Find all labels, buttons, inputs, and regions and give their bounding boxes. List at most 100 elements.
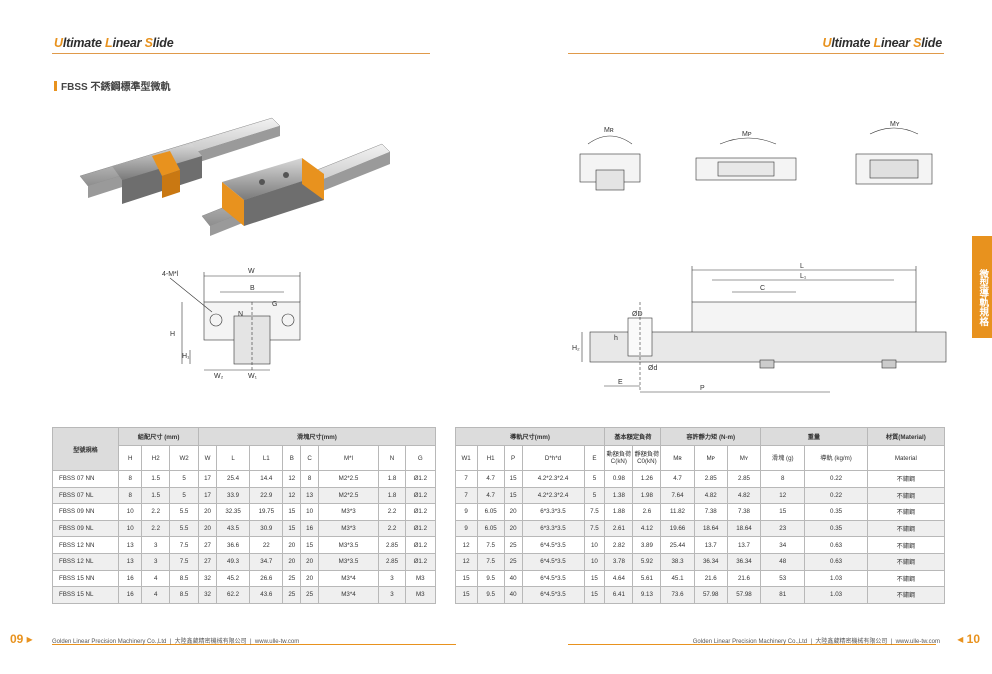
page-number-left: 09 ▸ <box>10 632 33 646</box>
footer-right: Golden Linear Precision Machinery Co.,Lt… <box>692 639 940 645</box>
footer-url-left[interactable]: www.ulle-tw.com <box>254 639 300 645</box>
table-cell: 8 <box>760 470 806 488</box>
table-cell: 20 <box>503 519 523 538</box>
section-title-text: FBSS 不銹鋼標準型微軌 <box>61 82 171 93</box>
table-cell: M3*3 <box>317 503 379 521</box>
table-cell: 6*4.5*3.5 <box>521 586 585 604</box>
table-cell: 4 <box>141 586 170 604</box>
title-bar-marker <box>54 80 57 91</box>
table-cell: 8 <box>117 486 143 505</box>
table-cell: M3 <box>405 569 436 588</box>
table-cell: 15 <box>454 569 478 588</box>
th-material: 材質(Material) <box>866 427 946 446</box>
table-cell: 1.98 <box>632 486 662 505</box>
table-cell: 2.61 <box>604 519 634 538</box>
table-cell: Ø1.2 <box>405 519 436 538</box>
th-hr: H1 <box>476 445 505 471</box>
table-cell: 15 <box>760 503 806 521</box>
side-label-l: L <box>800 263 804 270</box>
table-cell: 8.5 <box>168 586 200 604</box>
side-label-e: E <box>618 379 623 386</box>
table-cell: Ø1.2 <box>405 503 436 521</box>
table-sub-header-row: H H2 W2 W L L1 B C M*l N G W1 H1 P D*h*d… <box>53 445 946 471</box>
table-cell: 2.85 <box>377 536 407 554</box>
front-label-m: 4-M*l <box>162 271 179 278</box>
table-cell: 36.34 <box>693 552 728 571</box>
th-slider: 滑塊尺寸(mm) <box>198 427 436 446</box>
table-cell: 0.63 <box>804 552 868 571</box>
table-cell: 3 <box>377 569 407 588</box>
table-cell: 20 <box>198 519 217 538</box>
table-gap-cell <box>434 520 456 537</box>
header-rule-right <box>568 53 944 54</box>
th-l: L <box>215 445 251 471</box>
model-cell: FBSS 15 NL <box>52 586 119 604</box>
table-cell: 8 <box>117 470 143 488</box>
table-cell: 21.6 <box>726 569 762 588</box>
table-cell: 6*4.5*3.5 <box>521 536 585 554</box>
footer-url-right[interactable]: www.ulle-tw.com <box>895 639 940 645</box>
table-cell: 73.6 <box>660 586 695 604</box>
table-cell: 4.12 <box>632 519 662 538</box>
table-cell: 20 <box>282 536 302 554</box>
table-cell: M3*3.5 <box>317 552 379 571</box>
table-cell: 1.88 <box>604 503 634 521</box>
table-gap-cell <box>434 487 456 504</box>
front-label-w1: W₁ <box>248 373 258 380</box>
table-cell: 3.78 <box>604 552 634 571</box>
table-cell: 12 <box>454 536 478 554</box>
table-cell: 15 <box>454 586 478 604</box>
table-cell: 27 <box>198 552 217 571</box>
table-cell: 2.6 <box>632 503 662 521</box>
th-w: W <box>198 445 217 471</box>
table-cell: 20 <box>300 569 319 588</box>
table-cell: 0.98 <box>604 470 634 488</box>
front-label-g: G <box>272 301 277 308</box>
table-cell: 1.38 <box>604 486 634 505</box>
table-cell: 14.4 <box>249 470 284 488</box>
table-cell: 25.4 <box>215 470 251 488</box>
table-cell: 15 <box>282 519 302 538</box>
th-rail-weight: 導軌 (kg/m) <box>804 445 868 471</box>
table-cell: 32 <box>198 586 217 604</box>
table-cell: 4.7 <box>660 470 695 488</box>
th-mr: Mʀ <box>660 445 695 471</box>
table-cell: 57.98 <box>726 586 762 604</box>
table-cell: 20 <box>503 503 523 521</box>
th-material-sub: Material <box>866 445 946 471</box>
th-d: D*h*d <box>521 445 585 471</box>
table-cell: M3*4 <box>317 569 379 588</box>
th-load: 基本額定負荷 <box>604 427 662 446</box>
table-cell: 不鏽鋼 <box>866 552 946 571</box>
table-cell: 不鏽鋼 <box>866 486 946 505</box>
table-cell: 25 <box>282 586 302 604</box>
table-cell: 7.5 <box>476 536 505 554</box>
table-cell: 0.35 <box>804 519 868 538</box>
table-cell: 45.1 <box>660 569 695 588</box>
model-cell: FBSS 15 NN <box>52 569 119 588</box>
footer-rule-left <box>52 644 456 645</box>
table-cell: 6.41 <box>604 586 634 604</box>
table-gap-cell <box>434 503 456 521</box>
side-label-h: h <box>614 335 618 342</box>
table-cell: 20 <box>300 552 319 571</box>
table-cell: 0.63 <box>804 536 868 554</box>
table-cell: 13 <box>300 486 319 505</box>
table-cell: Ø1.2 <box>405 536 436 554</box>
table-cell: 38.3 <box>660 552 695 571</box>
table-cell: 1.26 <box>632 470 662 488</box>
th-slider-weight: 滑塊 (g) <box>760 445 806 471</box>
table-cell: M3 <box>405 586 436 604</box>
table-cell: 4.82 <box>693 486 728 505</box>
side-label-l1: L₁ <box>800 273 807 280</box>
table-cell: 6*3.3*3.5 <box>521 503 585 521</box>
table-cell: 4 <box>141 569 170 588</box>
table-cell: 2.85 <box>377 552 407 571</box>
table-gap-cell <box>434 553 456 571</box>
table-cell: 5.5 <box>168 503 200 521</box>
table-cell: 13.7 <box>693 536 728 554</box>
